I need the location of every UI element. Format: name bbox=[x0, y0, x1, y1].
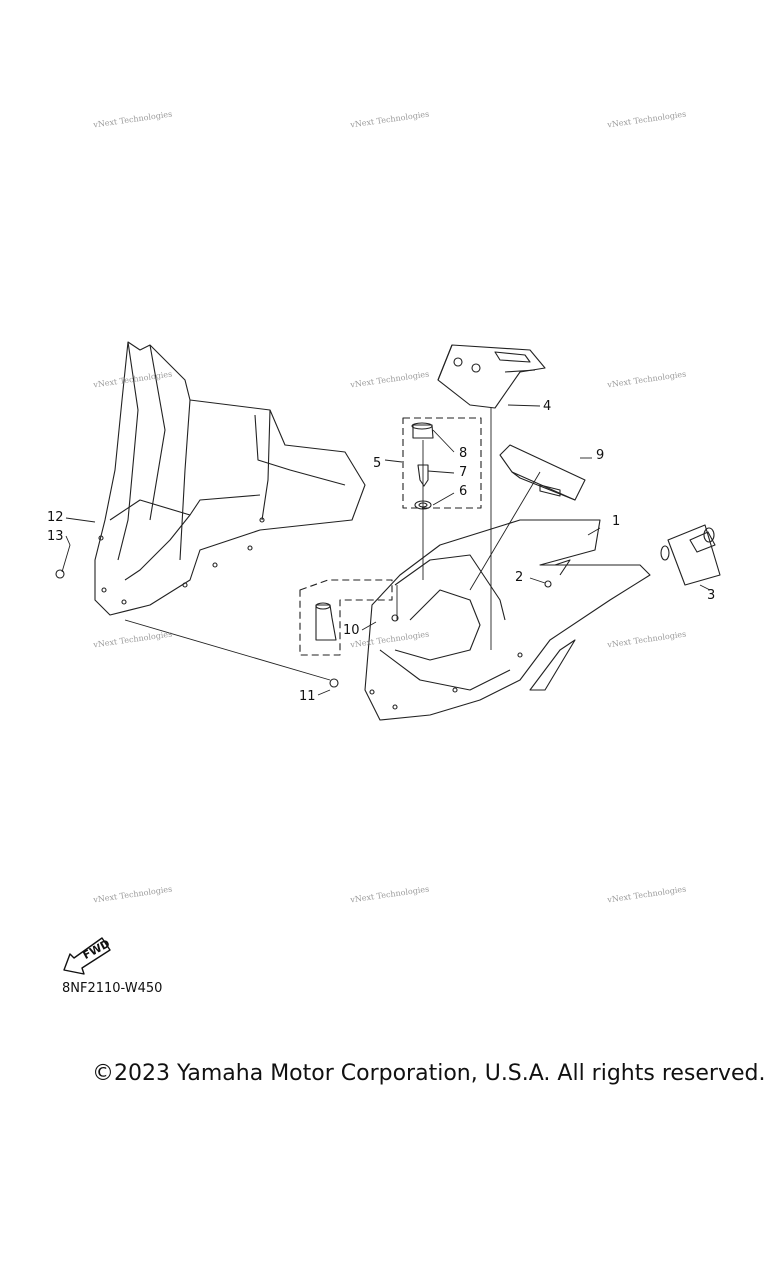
callout-3: 3 bbox=[707, 588, 716, 603]
callout-6: 6 bbox=[459, 484, 468, 499]
windshield-part bbox=[94, 341, 366, 616]
callout-5: 5 bbox=[373, 456, 382, 471]
diagram-code: 8NF2110-W450 bbox=[62, 981, 163, 996]
callout-11: 11 bbox=[299, 689, 316, 704]
cover-part bbox=[437, 344, 546, 409]
callout-7: 7 bbox=[459, 465, 468, 480]
callout-4: 4 bbox=[543, 399, 552, 414]
callout-8: 8 bbox=[459, 446, 468, 461]
meter-part bbox=[499, 444, 586, 501]
callout-13: 13 bbox=[47, 529, 64, 544]
switch-assembly bbox=[402, 417, 482, 510]
callout-12: 12 bbox=[47, 510, 64, 525]
copyright-notice: ©2023 Yamaha Motor Corporation, U.S.A. A… bbox=[92, 1061, 766, 1086]
callout-1: 1 bbox=[612, 514, 621, 529]
upper-hood-part bbox=[364, 519, 651, 721]
callout-10: 10 bbox=[343, 623, 360, 638]
callout-9: 9 bbox=[596, 448, 605, 463]
drain-plug-part bbox=[660, 524, 721, 586]
fwd-arrow-icon bbox=[63, 937, 111, 975]
lock-group bbox=[299, 579, 393, 656]
callout-2: 2 bbox=[515, 570, 524, 585]
